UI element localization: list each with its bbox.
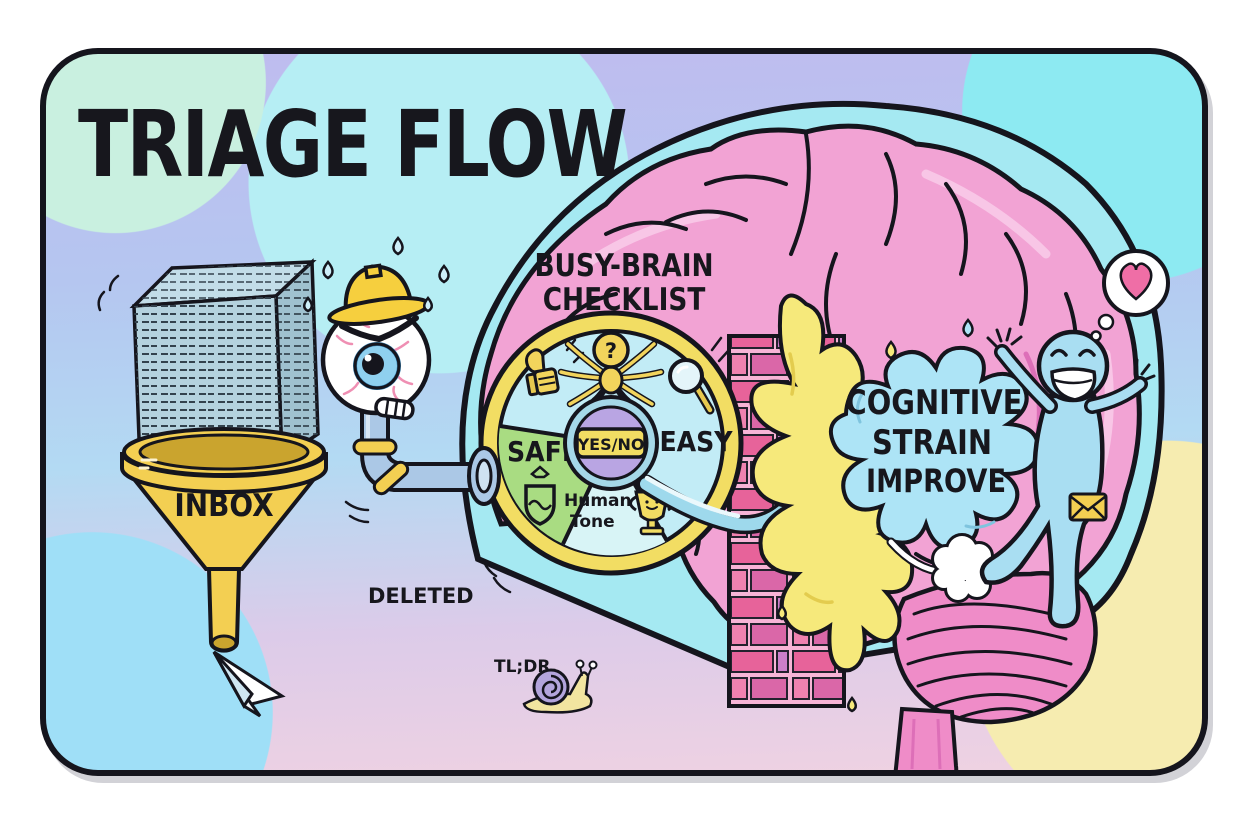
inbox-label: INBOX <box>174 488 273 524</box>
eyeball-worker-icon <box>303 236 450 421</box>
paper-plane-icon <box>212 650 286 718</box>
deleted-label: DELETED <box>368 584 474 608</box>
blue-splash-icon: COGNITIVE STRAIN IMPROVE <box>829 318 1051 551</box>
question-mark: ? <box>605 339 617 363</box>
easy-label: EASY <box>659 426 733 459</box>
splash-line1: COGNITIVE <box>846 384 1023 423</box>
pipe-flange <box>467 446 501 506</box>
brain-stem <box>893 706 959 770</box>
checklist-title-line1: BUSY-BRAIN <box>534 247 713 284</box>
splash-text: COGNITIVE STRAIN IMPROVE <box>846 384 1023 501</box>
angry-brow <box>339 315 419 342</box>
thumbs-up-icon <box>525 348 560 397</box>
thought-bubble-icon <box>1090 249 1170 342</box>
yes-no-hub: YES/NO <box>563 395 659 491</box>
magnifier-icon <box>668 358 715 415</box>
splash-line2: STRAIN <box>872 424 992 463</box>
snail-icon <box>522 659 598 714</box>
yes-no-button <box>575 427 647 459</box>
pipe-icon <box>344 400 478 524</box>
happy-character-icon <box>979 327 1156 629</box>
heart-icon <box>1119 262 1153 301</box>
motion-lines <box>97 274 120 312</box>
cerebellum-icon <box>892 571 1098 725</box>
yes-no-label: YES/NO <box>577 435 645 454</box>
illustration: BUSY-BRAIN CHECKLIST TRIAGE FLOW <box>78 91 1170 770</box>
checklist-title: BUSY-BRAIN CHECKLIST <box>534 247 713 318</box>
envelope-icon <box>1068 492 1108 522</box>
funnel-icon: INBOX <box>120 427 328 653</box>
page-title: TRIAGE FLOW <box>78 91 628 198</box>
happy-eyes <box>1050 348 1096 357</box>
gritted-teeth-mouth <box>374 396 415 421</box>
shield-icon <box>524 465 556 526</box>
hard-hat-icon <box>327 263 431 326</box>
human-tone-line2: Tone <box>570 512 615 532</box>
svg-text:TRIAGE FLOW: TRIAGE FLOW <box>78 91 626 198</box>
laughing-mouth <box>1050 367 1097 402</box>
human-tone-line1: Human <box>564 491 632 511</box>
poster-card: BUSY-BRAIN CHECKLIST TRIAGE FLOW <box>40 48 1208 776</box>
sweat-drop-icon <box>303 236 450 313</box>
splash-line3: IMPROVE <box>866 463 1006 501</box>
